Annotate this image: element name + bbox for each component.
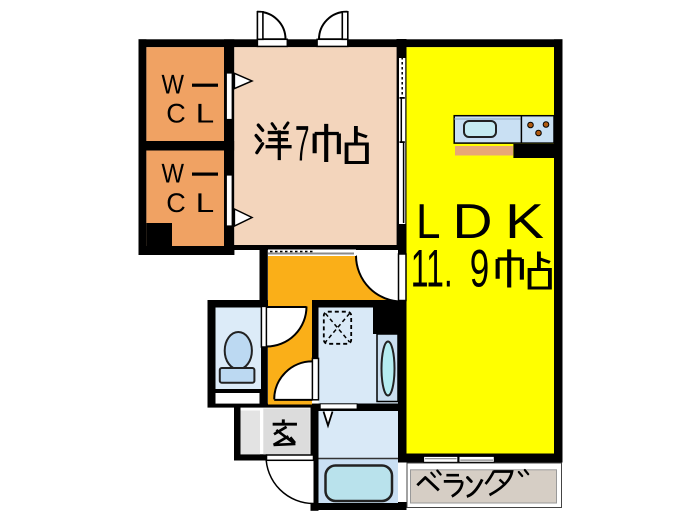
svg-text:L: L bbox=[196, 98, 215, 128]
svg-text:L: L bbox=[416, 195, 441, 249]
svg-text:W: W bbox=[162, 70, 185, 100]
svg-text:W: W bbox=[162, 158, 185, 188]
svg-text:11.: 11. bbox=[411, 240, 453, 299]
svg-text:C: C bbox=[166, 98, 186, 128]
svg-text:C: C bbox=[166, 188, 186, 218]
svg-text:D: D bbox=[453, 195, 493, 249]
svg-text:L: L bbox=[196, 188, 215, 218]
svg-text:K: K bbox=[505, 195, 544, 249]
svg-text:7: 7 bbox=[295, 115, 310, 171]
svg-text:9: 9 bbox=[470, 240, 490, 299]
